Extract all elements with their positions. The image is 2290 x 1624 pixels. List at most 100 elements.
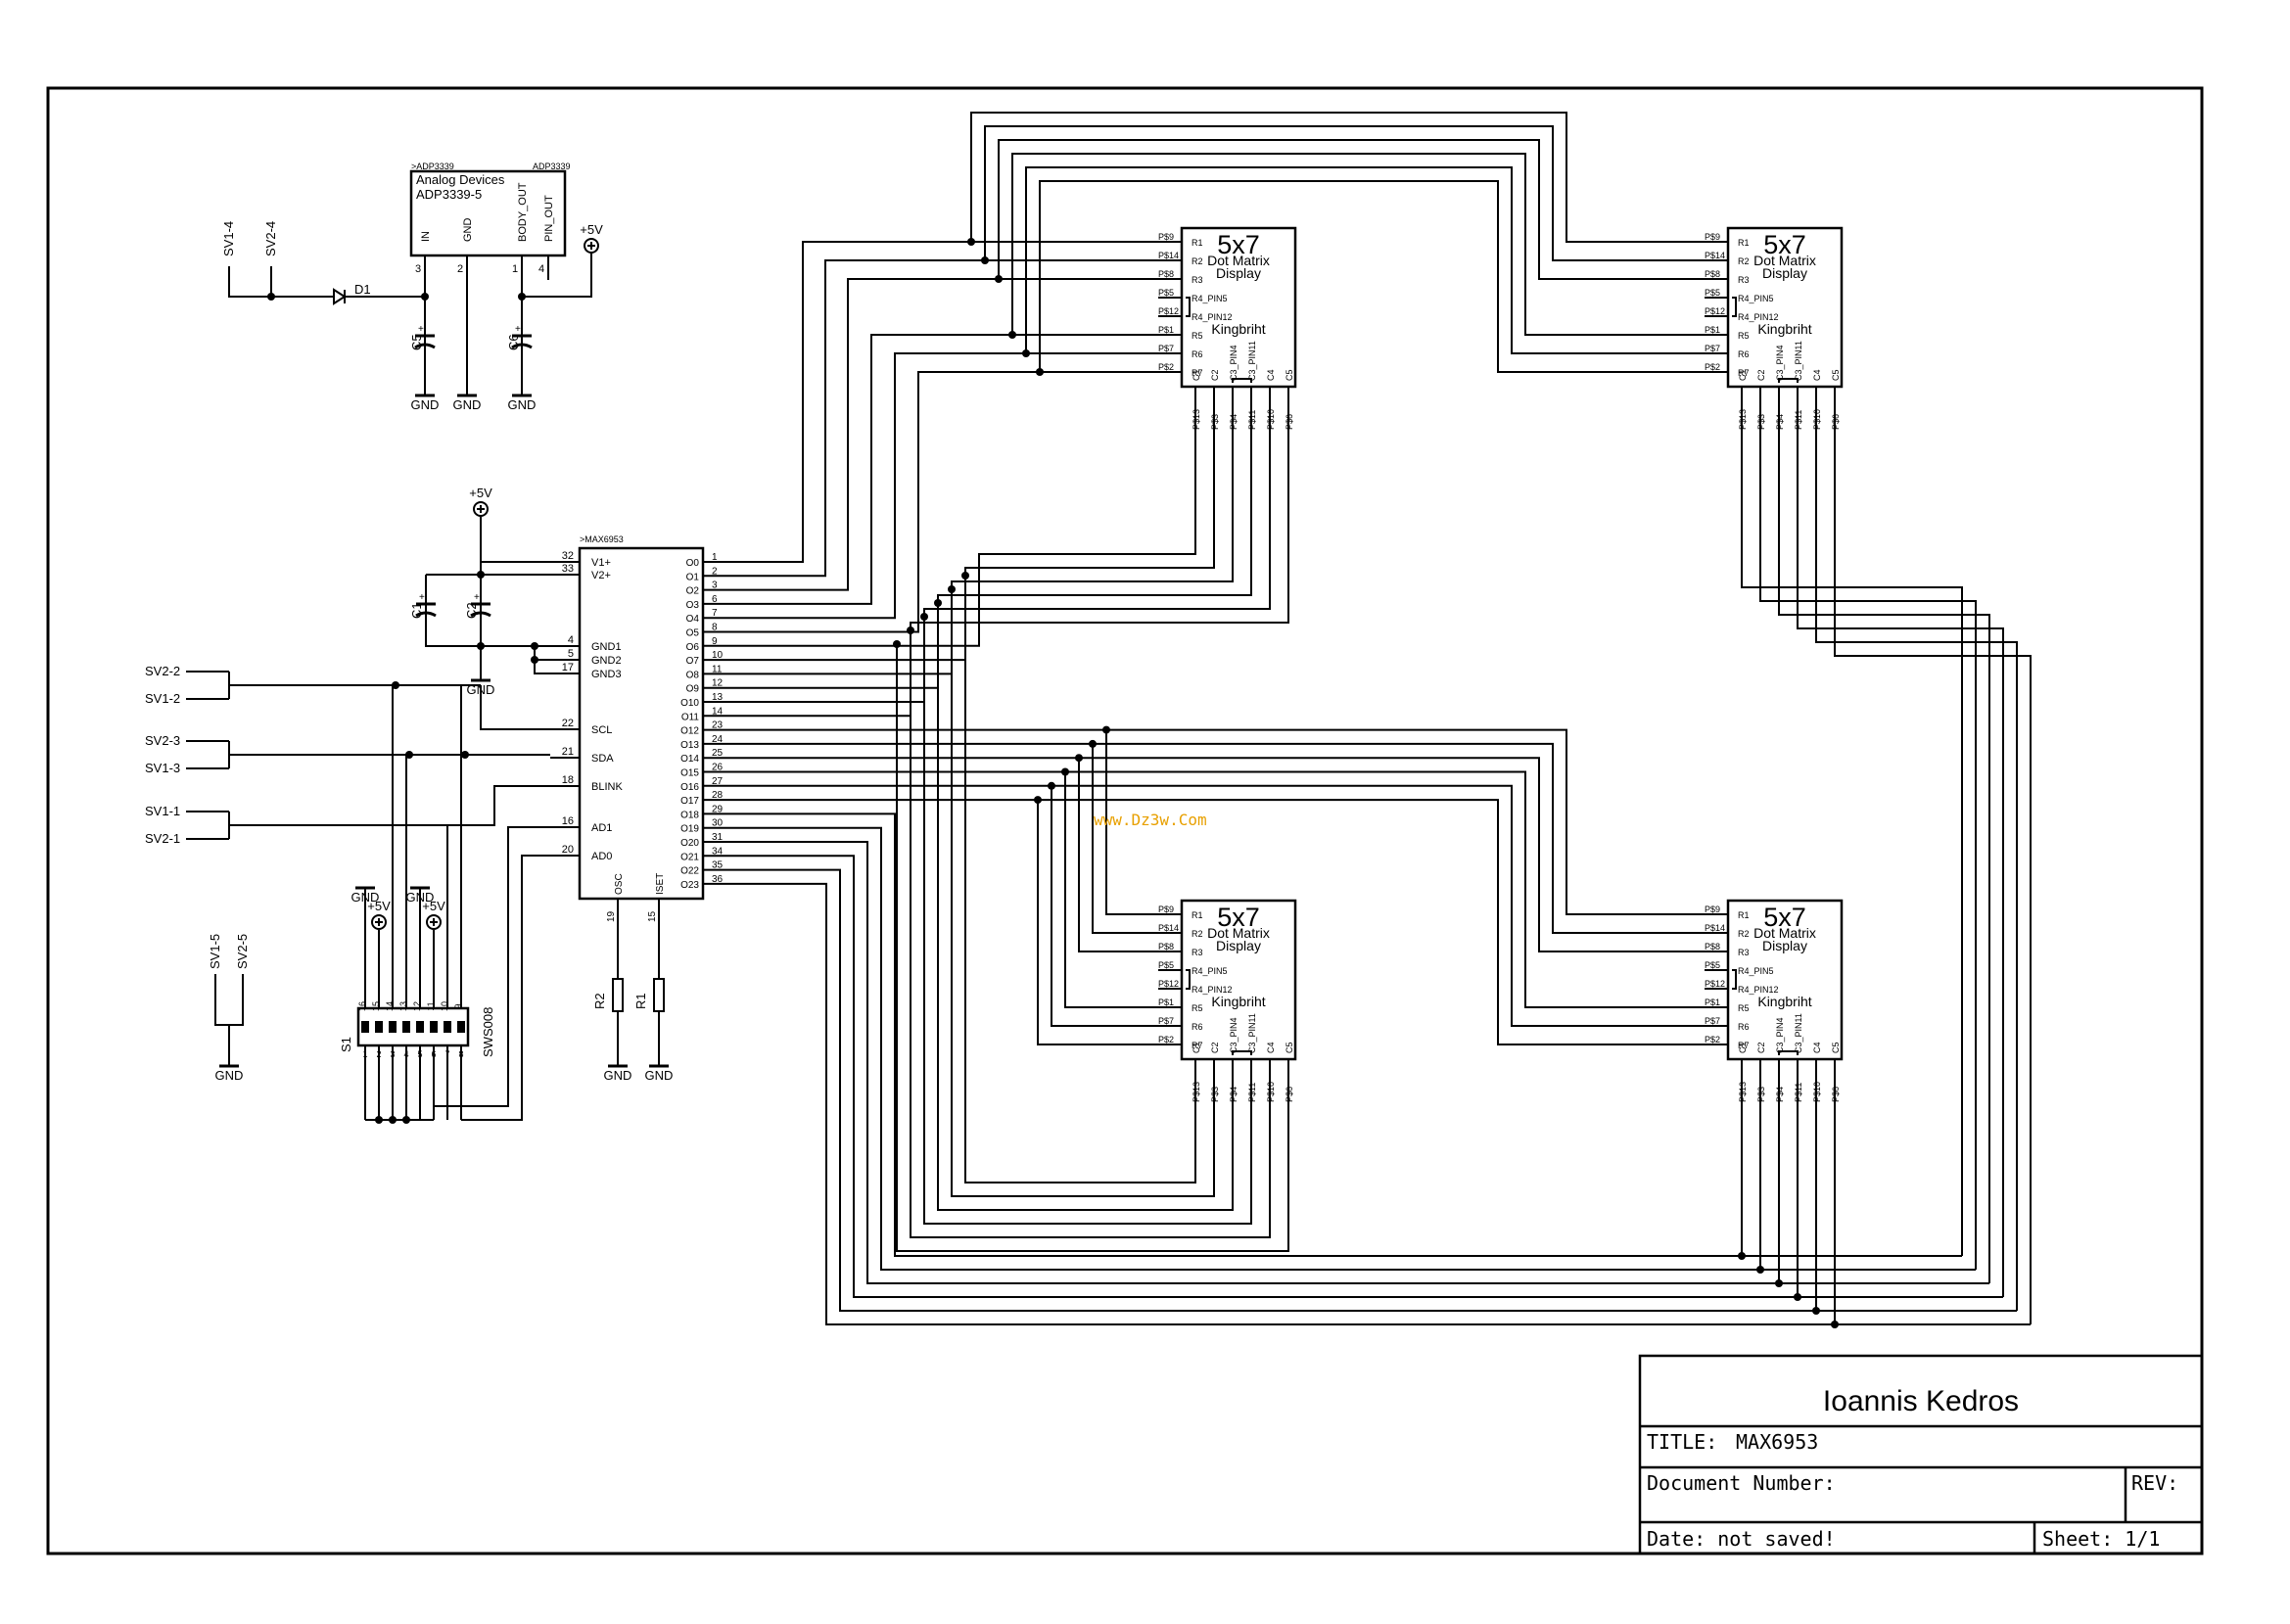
wire: [728, 882, 2031, 1325]
wire: [728, 410, 1234, 675]
dip-pin-number: 14: [385, 1001, 395, 1011]
driver-pin-name: O9: [686, 684, 700, 695]
junction-dot: [934, 599, 942, 607]
display-pin-name: C3_PIN11: [1794, 1013, 1803, 1053]
wire: [1093, 742, 1705, 934]
display-brand-label: Kingbriht: [1211, 994, 1265, 1009]
internal-bridge: [1232, 378, 1252, 383]
display-pin-name: R4_PIN12: [1738, 312, 1779, 322]
driver-pin-name: GND2: [591, 655, 622, 667]
driver-pin-name: AD0: [591, 851, 612, 862]
regulator-part: ADP3339-5: [416, 187, 482, 202]
regulator-pin-number: 4: [538, 263, 544, 275]
driver-pin-name: SCL: [591, 724, 612, 736]
driver-pin-number: 2: [712, 566, 718, 577]
display-pin-number: P$2: [1705, 1035, 1720, 1044]
vcc-label: +5V: [422, 899, 445, 913]
display-pin-number: P$12: [1705, 979, 1725, 989]
watermark-text: www.Dz3w.Com: [1094, 811, 1207, 829]
display-size-label: 5x7: [1763, 903, 1806, 932]
display-body: [1180, 226, 1297, 389]
display-pin-number: P$11: [1247, 1083, 1257, 1102]
driver-pin-name: ISET: [655, 873, 666, 895]
display-pin-name: R4_PIN5: [1192, 966, 1228, 976]
display-pin-number: P$11: [1794, 1083, 1803, 1102]
display-pin-number: P$2: [1158, 362, 1174, 372]
regulator-pin-number: 1: [512, 263, 518, 275]
wire: [480, 685, 550, 730]
driver-pin-name: V2+: [591, 570, 611, 581]
driver-pin-number: 12: [712, 678, 724, 689]
driver-pin-number: 26: [712, 763, 724, 773]
driver-pin-name: O22: [680, 866, 699, 877]
display-pin-name: R5: [1192, 331, 1203, 341]
wire: [214, 974, 229, 1026]
display-pin-name: R5: [1738, 331, 1750, 341]
gnd-label: GND: [604, 1068, 632, 1083]
display-pin-number: P$4: [1775, 414, 1785, 430]
connector-label: SV1-2: [145, 691, 180, 706]
display-pin-name: R3: [1192, 948, 1203, 957]
driver-pin-number: 14: [712, 706, 724, 717]
wire: [728, 278, 1158, 591]
date-text: Date: not saved!: [1647, 1527, 1836, 1551]
driver-pin-name: O16: [680, 782, 699, 793]
driver-pin-number: 32: [562, 550, 574, 562]
regulator-ref: >ADP3339: [411, 162, 454, 171]
driver-ic-body: [578, 546, 705, 901]
supply-symbol: [371, 914, 387, 930]
display-pin-number: P$10: [1266, 409, 1276, 430]
driver-pin-number: 1: [712, 552, 718, 563]
wire: [1815, 410, 2018, 1311]
display-pin-number: P$1: [1158, 998, 1174, 1007]
display-pin-name: C3_PIN4: [1775, 345, 1785, 381]
driver-pin-number: 3: [712, 580, 718, 591]
display-pin-number: P$5: [1705, 960, 1720, 970]
display-brand-label: Kingbriht: [1757, 994, 1811, 1009]
diode-label: D1: [354, 282, 371, 297]
wire: [728, 841, 1989, 1284]
junction-dot: [402, 1116, 410, 1124]
driver-pin-number: 19: [606, 910, 617, 922]
wire: [228, 974, 244, 1066]
driver-pin-number: 20: [562, 844, 574, 856]
internal-bridge: [1778, 1050, 1799, 1055]
wire: [1052, 784, 1705, 1027]
display-pin-name: R4_PIN12: [1192, 312, 1233, 322]
wire: [1038, 799, 1705, 1045]
junction-dot: [995, 275, 1003, 283]
wire: [434, 826, 550, 1107]
driver-pin-number: 9: [712, 636, 718, 647]
display-pin-name: R5: [1192, 1003, 1203, 1013]
dip-pin-number: 10: [440, 1001, 449, 1011]
junction-dot: [389, 1116, 397, 1124]
display-pin-number: P$3: [1756, 1087, 1766, 1102]
display-pin-name: C4: [1812, 1042, 1822, 1053]
dip-pin-number: 8: [458, 1049, 463, 1059]
regulator-value: ADP3339: [533, 162, 571, 171]
display-pin-number: P$3: [1210, 1087, 1220, 1102]
vcc-label: +5V: [469, 486, 492, 500]
dip-pin-number: 13: [398, 1001, 408, 1011]
driver-pin-number: 31: [712, 832, 724, 843]
display-type-label: Dot Matrix: [1207, 925, 1270, 941]
driver-pin-number: 16: [562, 815, 574, 827]
display-type-label: Dot Matrix: [1753, 925, 1816, 941]
junction-dot: [920, 613, 928, 621]
driver-pin-name: GND1: [591, 641, 622, 653]
driver-pin-name: O18: [680, 810, 699, 820]
display-pin-name: C1: [1192, 369, 1201, 381]
polarity-mark: +: [515, 324, 521, 335]
display-pin-name: R7: [1192, 368, 1203, 378]
junction-dot: [477, 642, 485, 650]
display-pin-name: R4_PIN5: [1738, 966, 1774, 976]
supply-symbol: [426, 914, 442, 930]
display-brand-label: Kingbriht: [1757, 321, 1811, 337]
display-pin-name: R1: [1192, 238, 1203, 248]
dip-switch-lever: [444, 1021, 451, 1033]
driver-pin-name: O1: [686, 572, 700, 582]
display-pin-number: P$6: [1285, 414, 1294, 430]
connector-label: SV2-4: [263, 221, 278, 256]
display-type-label: Display: [1216, 938, 1261, 953]
